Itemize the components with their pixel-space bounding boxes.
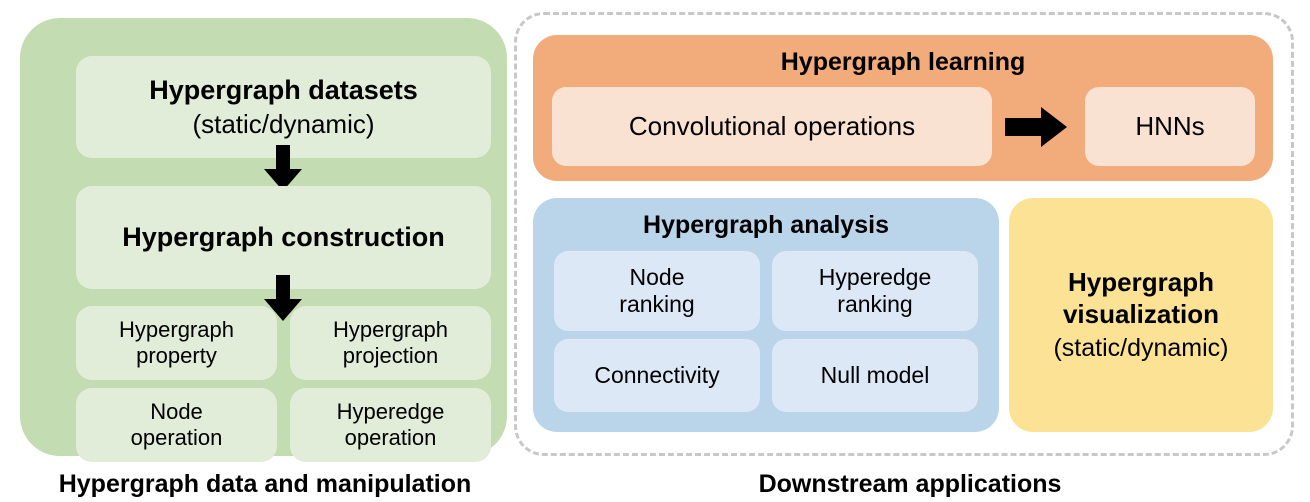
box-hypergraph-construction[interactable]: Hypergraph construction — [76, 186, 491, 289]
hypergraph-construction-label: Hypergraph construction — [122, 221, 445, 252]
box-hypergraph-datasets[interactable]: Hypergraph datasets (static/dynamic) — [76, 56, 491, 158]
caption-downstream-applications: Downstream applications — [758, 470, 1062, 498]
hypergraph-datasets-subtitle: (static/dynamic) — [192, 108, 375, 139]
null-model-label: Null model — [820, 361, 930, 388]
box-node-operation[interactable]: Node operation — [76, 388, 277, 462]
hypergraph-visualization-panel[interactable]: Hypergraph visualization (static/dynamic… — [1009, 198, 1273, 432]
connectivity-label: Connectivity — [594, 361, 720, 388]
hypergraph-projection-label: Hypergraph projection — [333, 317, 448, 368]
arrow-down-icon — [264, 145, 302, 191]
caption-hypergraph-data-and-manipulation: Hypergraph data and manipulation — [58, 470, 472, 498]
hypergraph-learning-panel: Hypergraph learning Convolutional operat… — [533, 35, 1273, 181]
arrow-down-icon — [264, 275, 302, 321]
node-ranking-label: Node ranking — [619, 263, 695, 317]
hyperedge-operation-label: Hyperedge operation — [336, 399, 445, 450]
hypergraph-analysis-panel: Hypergraph analysis Node ranking Hypered… — [533, 198, 999, 432]
box-null-model[interactable]: Null model — [772, 339, 978, 412]
box-connectivity[interactable]: Connectivity — [554, 339, 760, 412]
hypergraph-learning-title: Hypergraph learning — [780, 48, 1026, 76]
box-hyperedge-ranking[interactable]: Hyperedge ranking — [772, 251, 978, 331]
hypergraph-visualization-title-line1: Hypergraph — [1068, 267, 1214, 298]
hypergraph-visualization-subtitle: (static/dynamic) — [1053, 333, 1229, 362]
hypergraph-analysis-title: Hypergraph analysis — [643, 211, 889, 239]
hypergraph-property-label: Hypergraph property — [119, 317, 234, 368]
arrow-right-icon — [1005, 107, 1067, 147]
hnns-label: HNNs — [1135, 111, 1205, 141]
box-convolutional-operations[interactable]: Convolutional operations — [552, 87, 992, 166]
node-operation-label: Node operation — [130, 399, 223, 450]
downstream-applications-container — [514, 12, 1294, 456]
box-hypergraph-projection[interactable]: Hypergraph projection — [290, 306, 491, 380]
box-hyperedge-operation[interactable]: Hyperedge operation — [290, 388, 491, 462]
convolutional-operations-label: Convolutional operations — [628, 111, 916, 141]
box-hnns[interactable]: HNNs — [1085, 87, 1255, 166]
hypergraph-visualization-title-line2: visualization — [1062, 298, 1220, 329]
hyperedge-ranking-label: Hyperedge ranking — [818, 263, 932, 317]
box-hypergraph-property[interactable]: Hypergraph property — [76, 306, 277, 380]
box-node-ranking[interactable]: Node ranking — [554, 251, 760, 331]
hypergraph-data-panel: Hypergraph datasets (static/dynamic) Hyp… — [20, 18, 507, 462]
hypergraph-datasets-title: Hypergraph datasets — [149, 74, 418, 105]
